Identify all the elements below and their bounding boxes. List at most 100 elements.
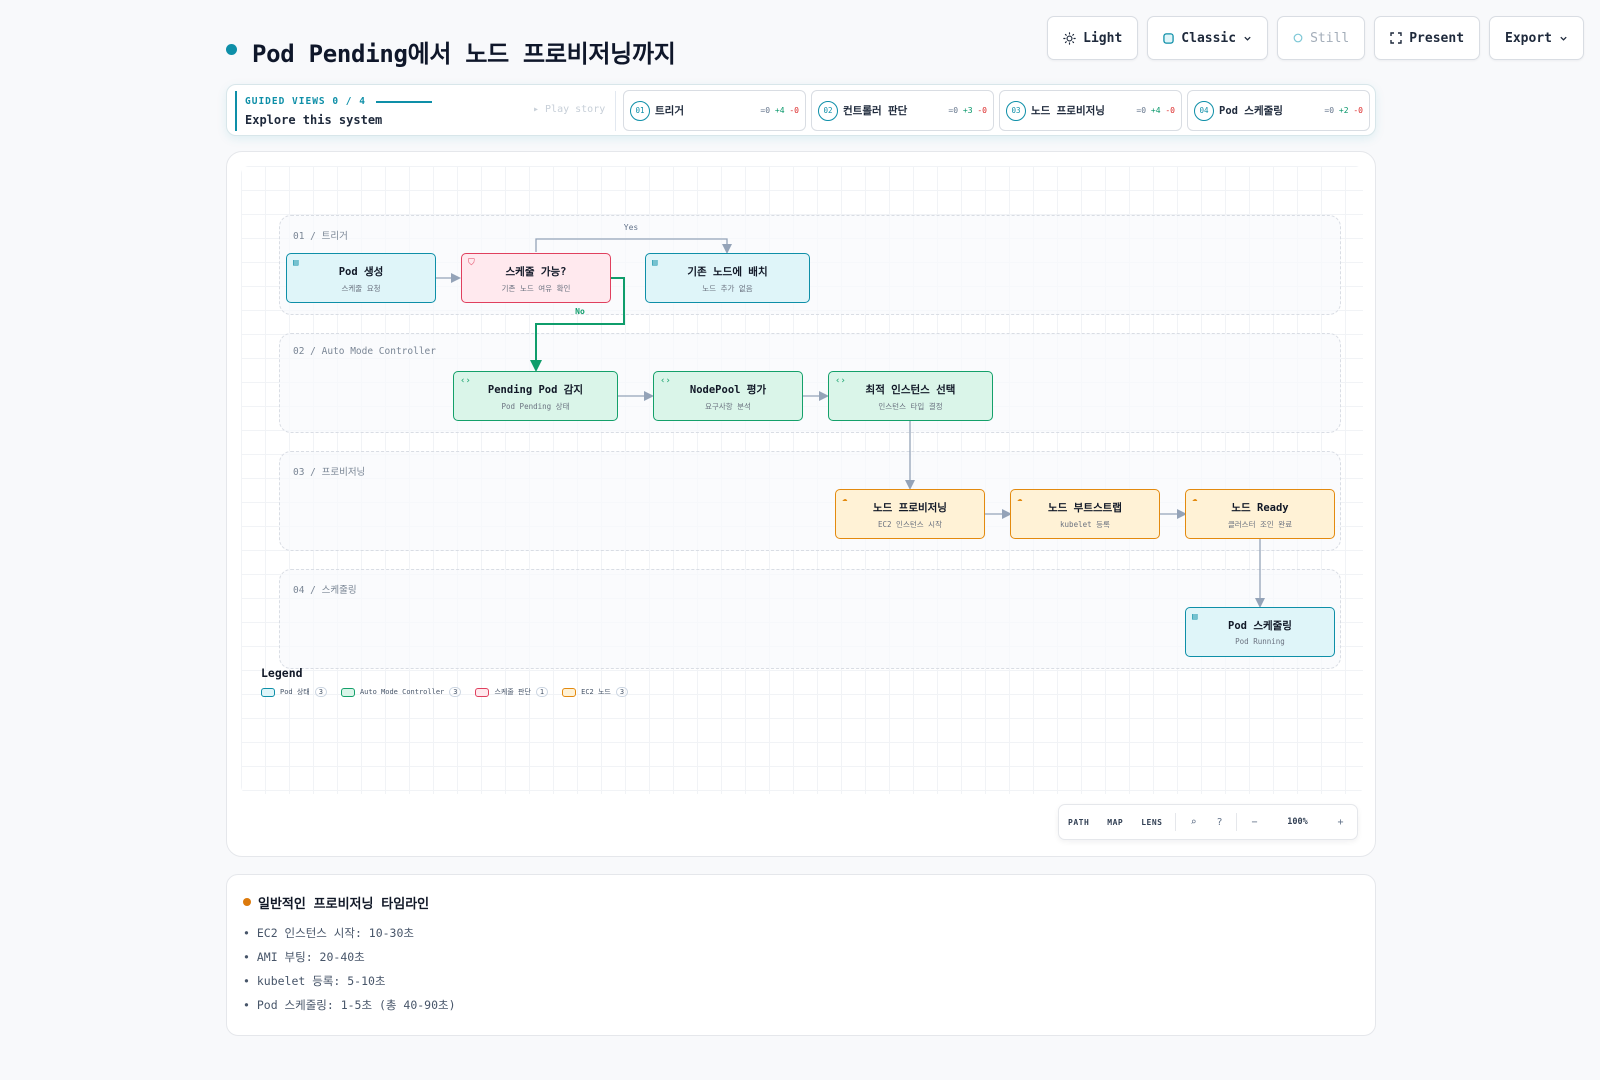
step-number: 04 bbox=[1194, 100, 1214, 121]
group-provisioning: 03 / 프로비저닝 bbox=[279, 451, 1341, 551]
map-tab[interactable]: MAP bbox=[1107, 817, 1124, 827]
legend-swatch bbox=[475, 687, 490, 697]
top-toolbar: Light Classic Still Present Export bbox=[1047, 16, 1584, 60]
guided-steps: 01 트리거 =0 +4 -0 02 컨트롤러 판단 =0 +3 -0 03 노… bbox=[623, 90, 1370, 131]
step-label: 트리거 bbox=[655, 105, 684, 117]
group-scheduling: 04 / 스케줄링 bbox=[279, 569, 1341, 669]
node-subtitle: Pod Running bbox=[1235, 637, 1285, 646]
present-label: Present bbox=[1409, 30, 1465, 46]
node-subtitle: 인스턴스 타입 결정 bbox=[878, 402, 943, 411]
legend-count: 1 bbox=[535, 687, 549, 697]
guided-step-04[interactable]: 04 Pod 스케줄링 =0 +2 -0 bbox=[1187, 90, 1370, 131]
shield-icon: ⛉ bbox=[468, 258, 475, 268]
step-added-count: +3 bbox=[962, 106, 973, 115]
step-label: 노드 프로비저닝 bbox=[1031, 105, 1105, 117]
legend-swatch bbox=[261, 687, 275, 697]
guided-step-01[interactable]: 01 트리거 =0 +4 -0 bbox=[623, 90, 806, 131]
node-pod-scheduling[interactable]: ▤ Pod 스케줄링 Pod Running bbox=[1185, 607, 1335, 657]
node-title: 노드 Ready bbox=[1231, 502, 1289, 514]
node-nodepool-eval[interactable]: ‹› NodePool 평가 요구사항 분석 bbox=[653, 371, 803, 421]
guided-step-02[interactable]: 02 컨트롤러 판단 =0 +3 -0 bbox=[811, 90, 994, 131]
circle-icon bbox=[1293, 33, 1303, 43]
node-title: 스케줄 가능? bbox=[505, 266, 567, 278]
legend: Legend Pod 상태 3 Auto Mode Controller 3 스… bbox=[261, 666, 629, 697]
guided-views-summary: GUIDED VIEWS 0 / 4 Explore this system ▸… bbox=[235, 91, 621, 131]
node-ready[interactable]: ☁ 노드 Ready 클러스터 조인 완료 bbox=[1185, 489, 1335, 539]
zoom-out-button[interactable]: − bbox=[1251, 816, 1258, 828]
zoom-level: 100% bbox=[1287, 817, 1308, 827]
lens-tab[interactable]: LENS bbox=[1141, 817, 1163, 827]
guided-views-subtitle: Explore this system bbox=[245, 113, 383, 127]
step-stats: =0 +3 -0 bbox=[948, 106, 987, 115]
node-title: 최적 인스턴스 선택 bbox=[865, 384, 956, 396]
step-number: 01 bbox=[630, 100, 650, 121]
node-pod-create[interactable]: ▤ Pod 생성 스케줄 요청 bbox=[286, 253, 436, 303]
step-removed-count: -0 bbox=[1353, 106, 1363, 115]
legend-item-controller[interactable]: Auto Mode Controller 3 bbox=[340, 687, 462, 697]
node-subtitle: 기존 노드 여유 확인 bbox=[501, 284, 571, 293]
step-unchanged-count: =0 bbox=[1324, 106, 1335, 115]
pod-icon: ▤ bbox=[652, 258, 658, 268]
classic-style-label: Classic bbox=[1181, 30, 1237, 46]
step-stats: =0 +2 -0 bbox=[1324, 106, 1363, 115]
group-label: 04 / 스케줄링 bbox=[293, 585, 357, 596]
legend-item-pod[interactable]: Pod 상태 3 bbox=[261, 687, 327, 697]
code-icon: ‹› bbox=[460, 376, 471, 386]
node-title: Pending Pod 감지 bbox=[487, 384, 584, 396]
step-unchanged-count: =0 bbox=[1136, 106, 1147, 115]
node-subtitle: 노드 추가 없음 bbox=[702, 284, 753, 293]
node-existing-node[interactable]: ▤ 기존 노드에 배치 노드 추가 없음 bbox=[645, 253, 810, 303]
legend-item-decision[interactable]: 스케줄 판단 1 bbox=[475, 687, 549, 697]
page-title: Pod Pending에서 노드 프로비저닝까지 bbox=[252, 40, 676, 68]
path-tab[interactable]: PATH bbox=[1068, 817, 1090, 827]
node-title: 기존 노드에 배치 bbox=[687, 266, 768, 278]
cloud-icon: ☁ bbox=[1192, 494, 1198, 504]
node-provision[interactable]: ☁ 노드 프로비저닝 EC2 인스턴스 시작 bbox=[835, 489, 985, 539]
legend-count: 3 bbox=[615, 687, 629, 697]
timeline-notes-card: 일반적인 프로비저닝 타임라인 • EC2 인스턴스 시작: 10-30초 • … bbox=[226, 874, 1376, 1036]
node-subtitle: Pod Pending 상태 bbox=[501, 402, 570, 411]
group-controller: 02 / Auto Mode Controller bbox=[279, 333, 1341, 433]
group-label: 03 / 프로비저닝 bbox=[293, 467, 366, 478]
list-item: • EC2 인스턴스 시작: 10-30초 bbox=[243, 926, 414, 940]
classic-style-dropdown[interactable]: Classic bbox=[1147, 16, 1269, 60]
guided-views-divider bbox=[615, 91, 616, 131]
node-instance-select[interactable]: ‹› 최적 인스턴스 선택 인스턴스 타입 결정 bbox=[828, 371, 993, 421]
step-added-count: +4 bbox=[1150, 106, 1161, 115]
still-motion-button[interactable]: Still bbox=[1277, 16, 1366, 60]
node-title: 노드 부트스트랩 bbox=[1048, 502, 1122, 514]
step-removed-count: -0 bbox=[977, 106, 987, 115]
search-icon[interactable]: ⌕ bbox=[1190, 816, 1197, 828]
step-unchanged-count: =0 bbox=[948, 106, 959, 115]
help-icon[interactable]: ? bbox=[1216, 816, 1223, 828]
cloud-icon: ☁ bbox=[842, 494, 848, 504]
node-pending-detect[interactable]: ‹› Pending Pod 감지 Pod Pending 상태 bbox=[453, 371, 618, 421]
node-bootstrap[interactable]: ☁ 노드 부트스트랩 kubelet 등록 bbox=[1010, 489, 1160, 539]
zoom-toolbar-divider bbox=[1175, 813, 1177, 831]
node-title: NodePool 평가 bbox=[689, 384, 767, 396]
list-item: • kubelet 등록: 5-10초 bbox=[243, 974, 386, 988]
group-trigger: 01 / 트리거 bbox=[279, 215, 1341, 315]
play-story-button[interactable]: ▸ Play story bbox=[533, 104, 606, 115]
legend-swatch bbox=[562, 687, 577, 697]
node-subtitle: 클러스터 조인 완료 bbox=[1227, 520, 1293, 529]
pod-icon: ▤ bbox=[293, 258, 299, 268]
export-dropdown[interactable]: Export bbox=[1489, 16, 1584, 60]
code-icon: ‹› bbox=[660, 376, 671, 386]
guided-views-bar: GUIDED VIEWS 0 / 4 Explore this system ▸… bbox=[226, 84, 1376, 136]
notes-list: • EC2 인스턴스 시작: 10-30초 • AMI 부팅: 20-40초 •… bbox=[243, 925, 456, 1021]
node-subtitle: 스케줄 요청 bbox=[341, 284, 381, 293]
light-theme-button[interactable]: Light bbox=[1047, 16, 1139, 60]
step-unchanged-count: =0 bbox=[760, 106, 771, 115]
zoom-in-button[interactable]: + bbox=[1337, 816, 1344, 828]
list-item: • Pod 스케줄링: 1-5초 (총 40-90초) bbox=[243, 998, 456, 1012]
pod-icon: ▤ bbox=[1192, 612, 1198, 622]
legend-item-ec2[interactable]: EC2 노드 3 bbox=[562, 687, 629, 697]
node-title: 노드 프로비저닝 bbox=[873, 502, 947, 514]
node-subtitle: EC2 인스턴스 시작 bbox=[878, 520, 942, 529]
present-button[interactable]: Present bbox=[1374, 16, 1481, 60]
node-schedulable[interactable]: ⛉ 스케줄 가능? 기존 노드 여유 확인 bbox=[461, 253, 611, 303]
step-removed-count: -0 bbox=[789, 106, 799, 115]
step-added-count: +2 bbox=[1338, 106, 1349, 115]
guided-step-03[interactable]: 03 노드 프로비저닝 =0 +4 -0 bbox=[999, 90, 1182, 131]
